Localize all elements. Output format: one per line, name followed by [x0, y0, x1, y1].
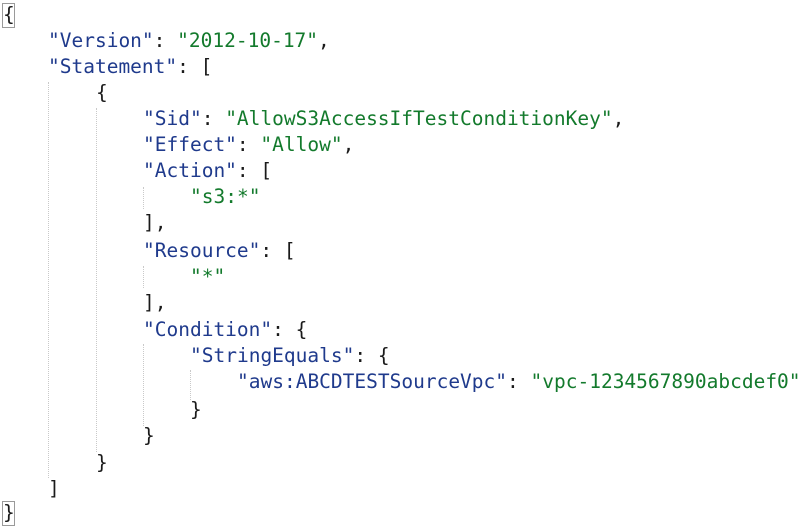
code-line: "s3:*"	[190, 184, 260, 210]
code-line: {	[96, 80, 108, 106]
condition-key: "Condition"	[143, 318, 273, 341]
condition-close-brace: }	[143, 424, 155, 447]
statement-close-bracket: ]	[48, 477, 60, 500]
vpc-condition-key: "aws:ABCDTESTSourceVpc"	[237, 370, 508, 393]
bracket-match-highlight	[2, 501, 15, 526]
code-line: "Statement": [	[48, 54, 212, 80]
code-line: "Action": [	[143, 158, 272, 184]
code-line: "*"	[190, 264, 225, 290]
statement-key: "Statement"	[48, 55, 178, 78]
code-line: "Resource": [	[143, 238, 296, 264]
vpc-condition-value: "vpc-1234567890abcdef0"	[530, 370, 799, 393]
bracket-match-highlight	[2, 3, 15, 28]
condition-open-brace: {	[295, 318, 308, 341]
code-line: "Condition": {	[143, 317, 307, 343]
resource-close-bracket: ],	[143, 291, 167, 314]
action-open-bracket: [	[260, 159, 273, 182]
code-line: "Version": "2012-10-17",	[48, 28, 330, 54]
action-key: "Action"	[143, 159, 237, 182]
code-line: {	[3, 2, 15, 28]
resource-item: "*"	[190, 265, 226, 288]
code-line: "Effect": "Allow",	[143, 132, 354, 158]
indent-guide	[143, 344, 144, 426]
colon: :	[260, 239, 284, 262]
effect-key: "Effect"	[143, 133, 237, 156]
close-brace: }	[3, 501, 15, 524]
indent-guide	[96, 108, 97, 452]
indent-guide	[143, 187, 144, 209]
code-line: "aws:ABCDTESTSourceVpc": "vpc-1234567890…	[237, 369, 799, 395]
code-line: "StringEquals": {	[190, 343, 390, 369]
colon: :	[201, 107, 226, 130]
colon: :	[236, 159, 261, 182]
statement-open-bracket: [	[200, 55, 213, 78]
code-line: }	[3, 500, 15, 526]
stringequals-close-brace: }	[190, 398, 202, 421]
code-line: }	[143, 423, 155, 449]
resource-open-bracket: [	[283, 239, 296, 262]
code-line: ],	[143, 290, 166, 316]
code-line: }	[190, 397, 202, 423]
resource-key: "Resource"	[143, 239, 261, 262]
code-line: "Sid": "AllowS3AccessIfTestConditionKey"…	[143, 106, 624, 132]
action-item: "s3:*"	[190, 185, 261, 208]
comma: ,	[318, 29, 330, 52]
colon: :	[177, 55, 201, 78]
statement-object-open-brace: {	[96, 81, 108, 104]
stringequals-open-brace: {	[377, 344, 390, 367]
code-line: }	[96, 450, 108, 476]
effect-value: "Allow"	[260, 133, 343, 156]
code-line: ]	[48, 476, 60, 502]
open-brace: {	[3, 3, 15, 26]
action-close-bracket: ],	[143, 211, 167, 234]
colon: :	[236, 133, 261, 156]
indent-guide	[190, 370, 191, 400]
statement-object-close-brace: }	[96, 451, 108, 474]
colon: :	[354, 344, 378, 367]
sid-key: "Sid"	[143, 107, 202, 130]
colon: :	[272, 318, 296, 341]
version-key: "Version"	[48, 29, 154, 52]
sid-value: "AllowS3AccessIfTestConditionKey"	[225, 107, 613, 130]
version-value: "2012-10-17"	[177, 29, 319, 52]
indent-guide	[143, 266, 144, 288]
colon: :	[153, 29, 178, 52]
stringequals-key: "StringEquals"	[190, 344, 355, 367]
colon: :	[507, 370, 531, 393]
comma: ,	[612, 107, 625, 130]
indent-guide	[48, 82, 49, 478]
code-line: ],	[143, 210, 166, 236]
comma: ,	[342, 133, 355, 156]
